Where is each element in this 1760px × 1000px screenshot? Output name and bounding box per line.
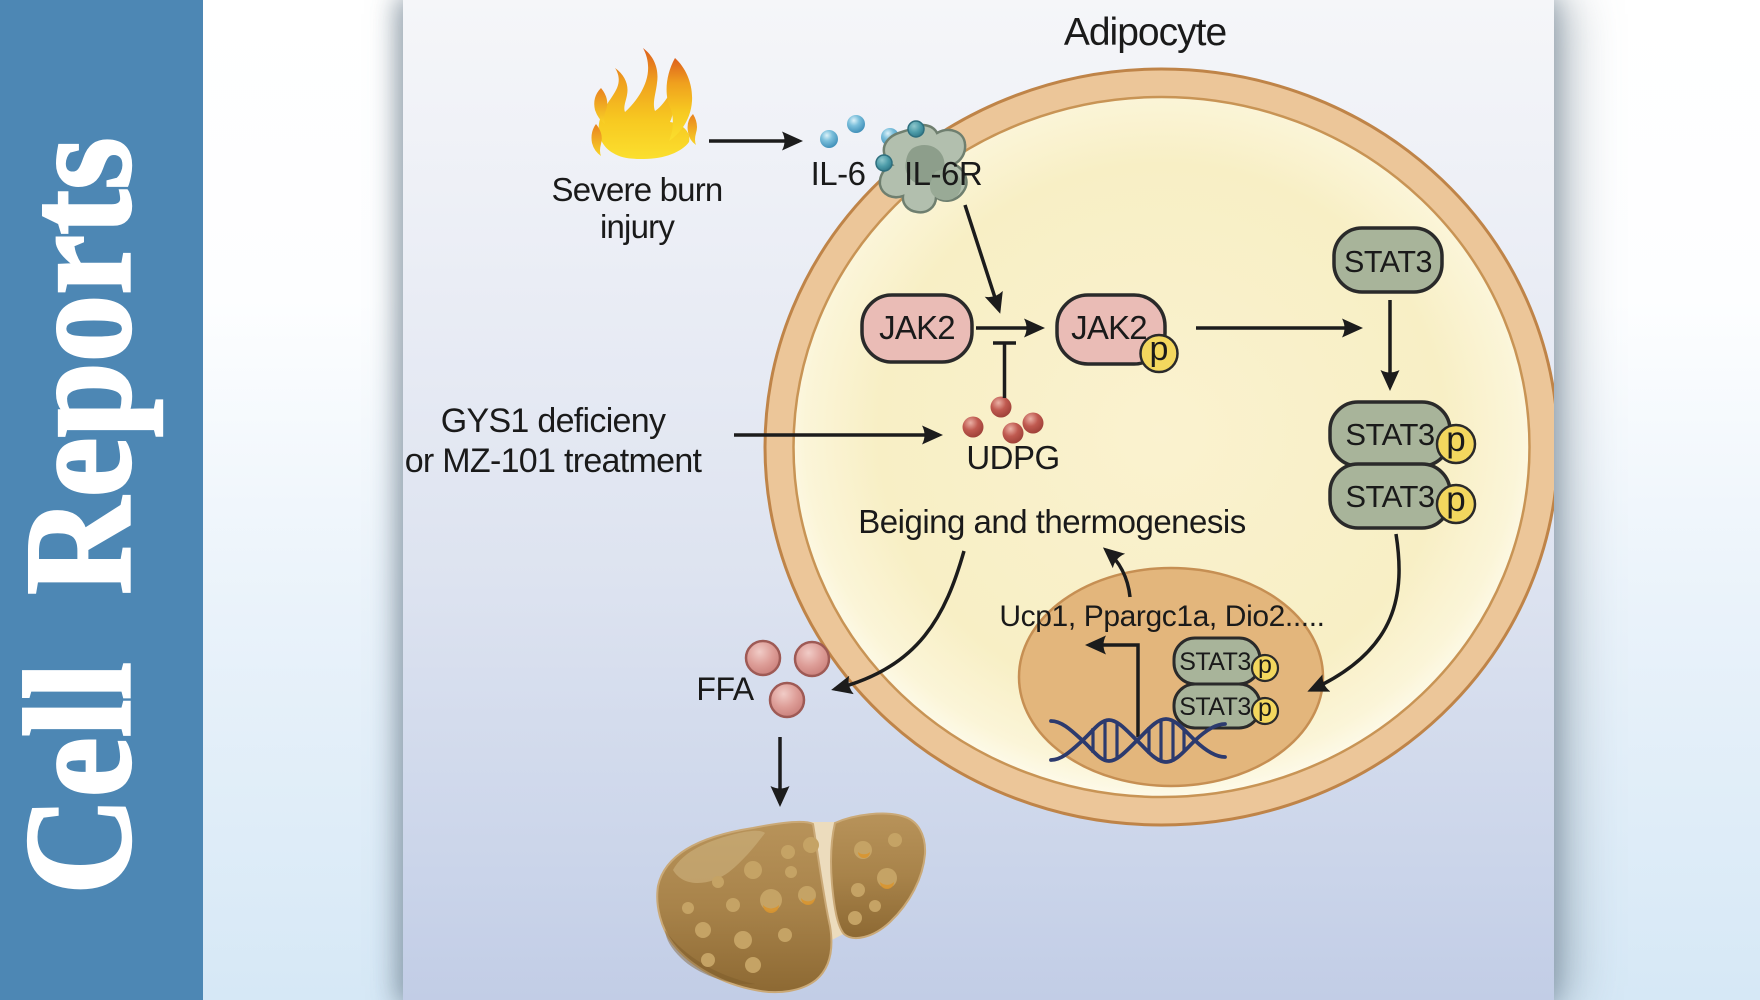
- svg-text:Ucp1, Ppargc1a, Dio2.....: Ucp1, Ppargc1a, Dio2.....: [999, 600, 1324, 633]
- svg-text:FFA: FFA: [696, 671, 754, 707]
- svg-text:p: p: [1258, 651, 1272, 679]
- svg-text:GYS1 deficieny: GYS1 deficieny: [441, 402, 666, 440]
- svg-text:STAT3: STAT3: [1345, 479, 1434, 514]
- svg-text:JAK2: JAK2: [879, 309, 955, 346]
- svg-text:JAK2: JAK2: [1071, 309, 1147, 346]
- svg-text:or MZ-101 treatment: or MZ-101 treatment: [405, 442, 703, 480]
- svg-text:Beiging and thermogenesis: Beiging and thermogenesis: [858, 503, 1245, 540]
- svg-text:STAT3: STAT3: [1179, 648, 1251, 676]
- svg-text:UDPG: UDPG: [966, 439, 1059, 476]
- svg-text:p: p: [1446, 480, 1465, 519]
- svg-text:STAT3: STAT3: [1345, 417, 1434, 452]
- svg-text:Severe burn: Severe burn: [552, 171, 723, 208]
- svg-text:IL-6R: IL-6R: [904, 155, 982, 192]
- svg-text:p: p: [1446, 420, 1465, 459]
- svg-text:p: p: [1150, 330, 1169, 368]
- svg-text:IL-6: IL-6: [811, 155, 866, 192]
- svg-text:STAT3: STAT3: [1179, 693, 1251, 721]
- svg-text:injury: injury: [600, 208, 675, 245]
- svg-text:p: p: [1258, 694, 1272, 722]
- svg-text:STAT3: STAT3: [1344, 245, 1432, 279]
- svg-text:Adipocyte: Adipocyte: [1064, 11, 1226, 54]
